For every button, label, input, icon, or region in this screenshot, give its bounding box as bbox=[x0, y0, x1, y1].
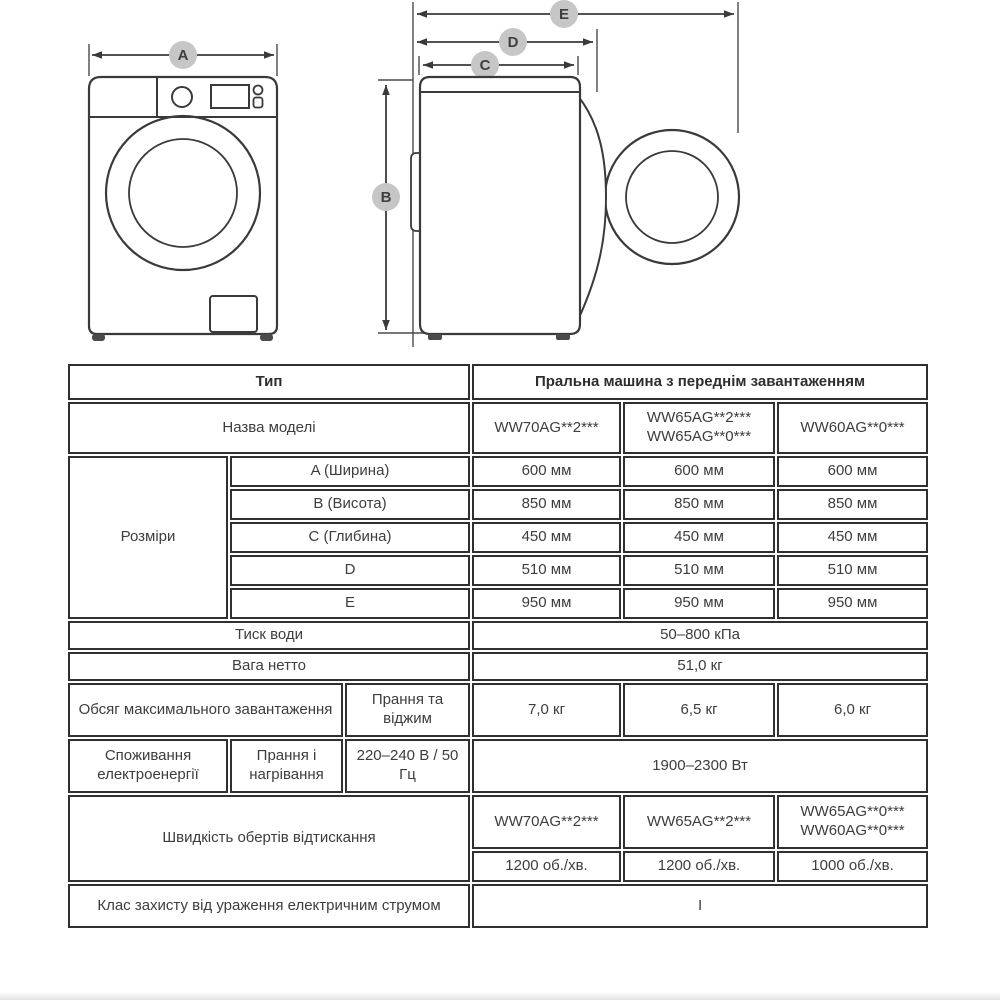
row-spin-models: Швидкість обертів відтискання WW70AG**2*… bbox=[68, 795, 929, 882]
power-button bbox=[252, 84, 264, 96]
dim-d-value-cell-2: 510 мм bbox=[623, 555, 776, 586]
max-load-value-cell-3: 6,0 кг bbox=[777, 683, 929, 737]
dim-a-value-cell-2: 600 мм bbox=[623, 456, 776, 487]
row-power: Споживання електроенергії Прання і нагрі… bbox=[68, 739, 929, 793]
dim-c-value-cell-3: 450 мм bbox=[777, 522, 929, 553]
dim-c-label-cell: C (Глибина) bbox=[230, 522, 471, 553]
max-load-value-cell-1: 7,0 кг bbox=[472, 683, 622, 737]
dim-b-value-cell-1: 850 мм bbox=[472, 489, 622, 520]
row-max-load: Обсяг максимального завантаження Прання … bbox=[68, 683, 929, 737]
type-value-cell: Пральна машина з переднім завантаженням bbox=[472, 364, 929, 400]
spec-table: Тип Пральна машина з переднім завантажен… bbox=[66, 362, 930, 930]
model-value-cell-1: WW70AG**2*** bbox=[472, 402, 622, 454]
dim-b-value-cell-2: 850 мм bbox=[623, 489, 776, 520]
dim-e-value-cell-2: 950 мм bbox=[623, 588, 776, 619]
row-protection-class: Клас захисту від ураження електричним ст… bbox=[68, 884, 929, 928]
spin-value-cell-3: 1000 об./хв. bbox=[777, 851, 929, 882]
model-value-cell-3: WW60AG**0*** bbox=[777, 402, 929, 454]
filter-door bbox=[209, 295, 258, 333]
row-water-pressure: Тиск води 50–800 кПа bbox=[68, 621, 929, 650]
power-voltage-cell: 220–240 В / 50 Гц bbox=[345, 739, 471, 793]
dim-label-e-circle bbox=[550, 0, 578, 28]
spin-model-cell-1: WW70AG**2*** bbox=[472, 795, 622, 849]
dim-c-value-cell-2: 450 мм bbox=[623, 522, 776, 553]
bottom-shadow bbox=[0, 992, 1000, 1000]
water-pressure-value-cell: 50–800 кПа bbox=[472, 621, 929, 650]
dim-label-b-circle bbox=[372, 183, 400, 211]
net-weight-value-cell: 51,0 кг bbox=[472, 652, 929, 681]
dim-c-value-cell-1: 450 мм bbox=[472, 522, 622, 553]
dim-b-label-cell: B (Висота) bbox=[230, 489, 471, 520]
protection-class-label-cell: Клас захисту від ураження електричним ст… bbox=[68, 884, 471, 928]
row-model: Назва моделі WW70AG**2*** WW65AG**2*** W… bbox=[68, 402, 929, 454]
model-label-cell: Назва моделі bbox=[68, 402, 471, 454]
display-panel bbox=[210, 84, 250, 109]
dim-a-value-cell-3: 600 мм bbox=[777, 456, 929, 487]
net-weight-label-cell: Вага нетто bbox=[68, 652, 471, 681]
dim-a-value-cell-1: 600 мм bbox=[472, 456, 622, 487]
start-button bbox=[252, 96, 264, 109]
dim-label-d-circle bbox=[499, 28, 527, 56]
power-value-cell: 1900–2300 Вт bbox=[472, 739, 929, 793]
row-dim-c: C (Глибина) 450 мм 450 мм 450 мм bbox=[68, 522, 929, 553]
max-load-label-cell: Обсяг максимального завантаження bbox=[68, 683, 343, 737]
washer-front-view-diagram: A bbox=[87, 41, 279, 341]
control-knob bbox=[171, 86, 193, 108]
power-label-cell: Споживання електроенергії bbox=[68, 739, 228, 793]
dimension-diagrams: A E D C bbox=[87, 0, 741, 347]
spin-value-cell-1: 1200 об./хв. bbox=[472, 851, 622, 882]
max-load-sublabel-cell: Прання та віджим bbox=[345, 683, 471, 737]
row-dim-a: Розміри A (Ширина) 600 мм 600 мм 600 мм bbox=[68, 456, 929, 619]
dim-label-b: B bbox=[381, 189, 392, 206]
dim-d-label-cell: D bbox=[230, 555, 471, 586]
water-pressure-label-cell: Тиск води bbox=[68, 621, 471, 650]
side-door-frame bbox=[577, 93, 608, 321]
row-dim-d: D 510 мм 510 мм 510 мм bbox=[68, 555, 929, 586]
dim-d-value-cell-3: 510 мм bbox=[777, 555, 929, 586]
row-dim-e: E 950 мм 950 мм 950 мм bbox=[68, 588, 929, 619]
dim-e-value-cell-1: 950 мм bbox=[472, 588, 622, 619]
row-dim-b: B (Висота) 850 мм 850 мм 850 мм bbox=[68, 489, 929, 520]
power-sublabel-cell: Прання і нагрівання bbox=[230, 739, 343, 793]
dimensions-group-cell: Розміри bbox=[68, 456, 228, 619]
dim-label-c-circle bbox=[471, 51, 499, 79]
dim-d-value-cell-1: 510 мм bbox=[472, 555, 622, 586]
spin-model-cell-3: WW65AG**0*** WW60AG**0*** bbox=[777, 795, 929, 849]
dim-e-label-cell: E bbox=[230, 588, 471, 619]
dim-label-a: A bbox=[178, 47, 189, 64]
spin-model-cell-2: WW65AG**2*** bbox=[623, 795, 776, 849]
protection-class-value-cell: I bbox=[472, 884, 929, 928]
row-type: Тип Пральна машина з переднім завантажен… bbox=[68, 364, 929, 400]
dim-b-value-cell-3: 850 мм bbox=[777, 489, 929, 520]
spin-speed-label-cell: Швидкість обертів відтискання bbox=[68, 795, 471, 882]
max-load-value-cell-2: 6,5 кг bbox=[623, 683, 776, 737]
dim-a-label-cell: A (Ширина) bbox=[230, 456, 471, 487]
model-value-cell-2: WW65AG**2*** WW65AG**0*** bbox=[623, 402, 776, 454]
spin-value-cell-2: 1200 об./хв. bbox=[623, 851, 776, 882]
front-door-inner bbox=[128, 138, 238, 248]
washer-side-view-diagram: E D C B bbox=[372, 0, 741, 347]
dim-label-a-circle bbox=[169, 41, 197, 69]
row-spin-values: 1200 об./хв. 1200 об./хв. 1000 об./хв. bbox=[68, 851, 929, 882]
dim-e-value-cell-3: 950 мм bbox=[777, 588, 929, 619]
dim-label-e: E bbox=[559, 6, 569, 23]
type-label-cell: Тип bbox=[68, 364, 471, 400]
row-net-weight: Вага нетто 51,0 кг bbox=[68, 652, 929, 681]
dim-label-c: C bbox=[480, 57, 491, 74]
side-open-door-inner bbox=[625, 150, 719, 244]
dim-label-d: D bbox=[508, 34, 519, 51]
